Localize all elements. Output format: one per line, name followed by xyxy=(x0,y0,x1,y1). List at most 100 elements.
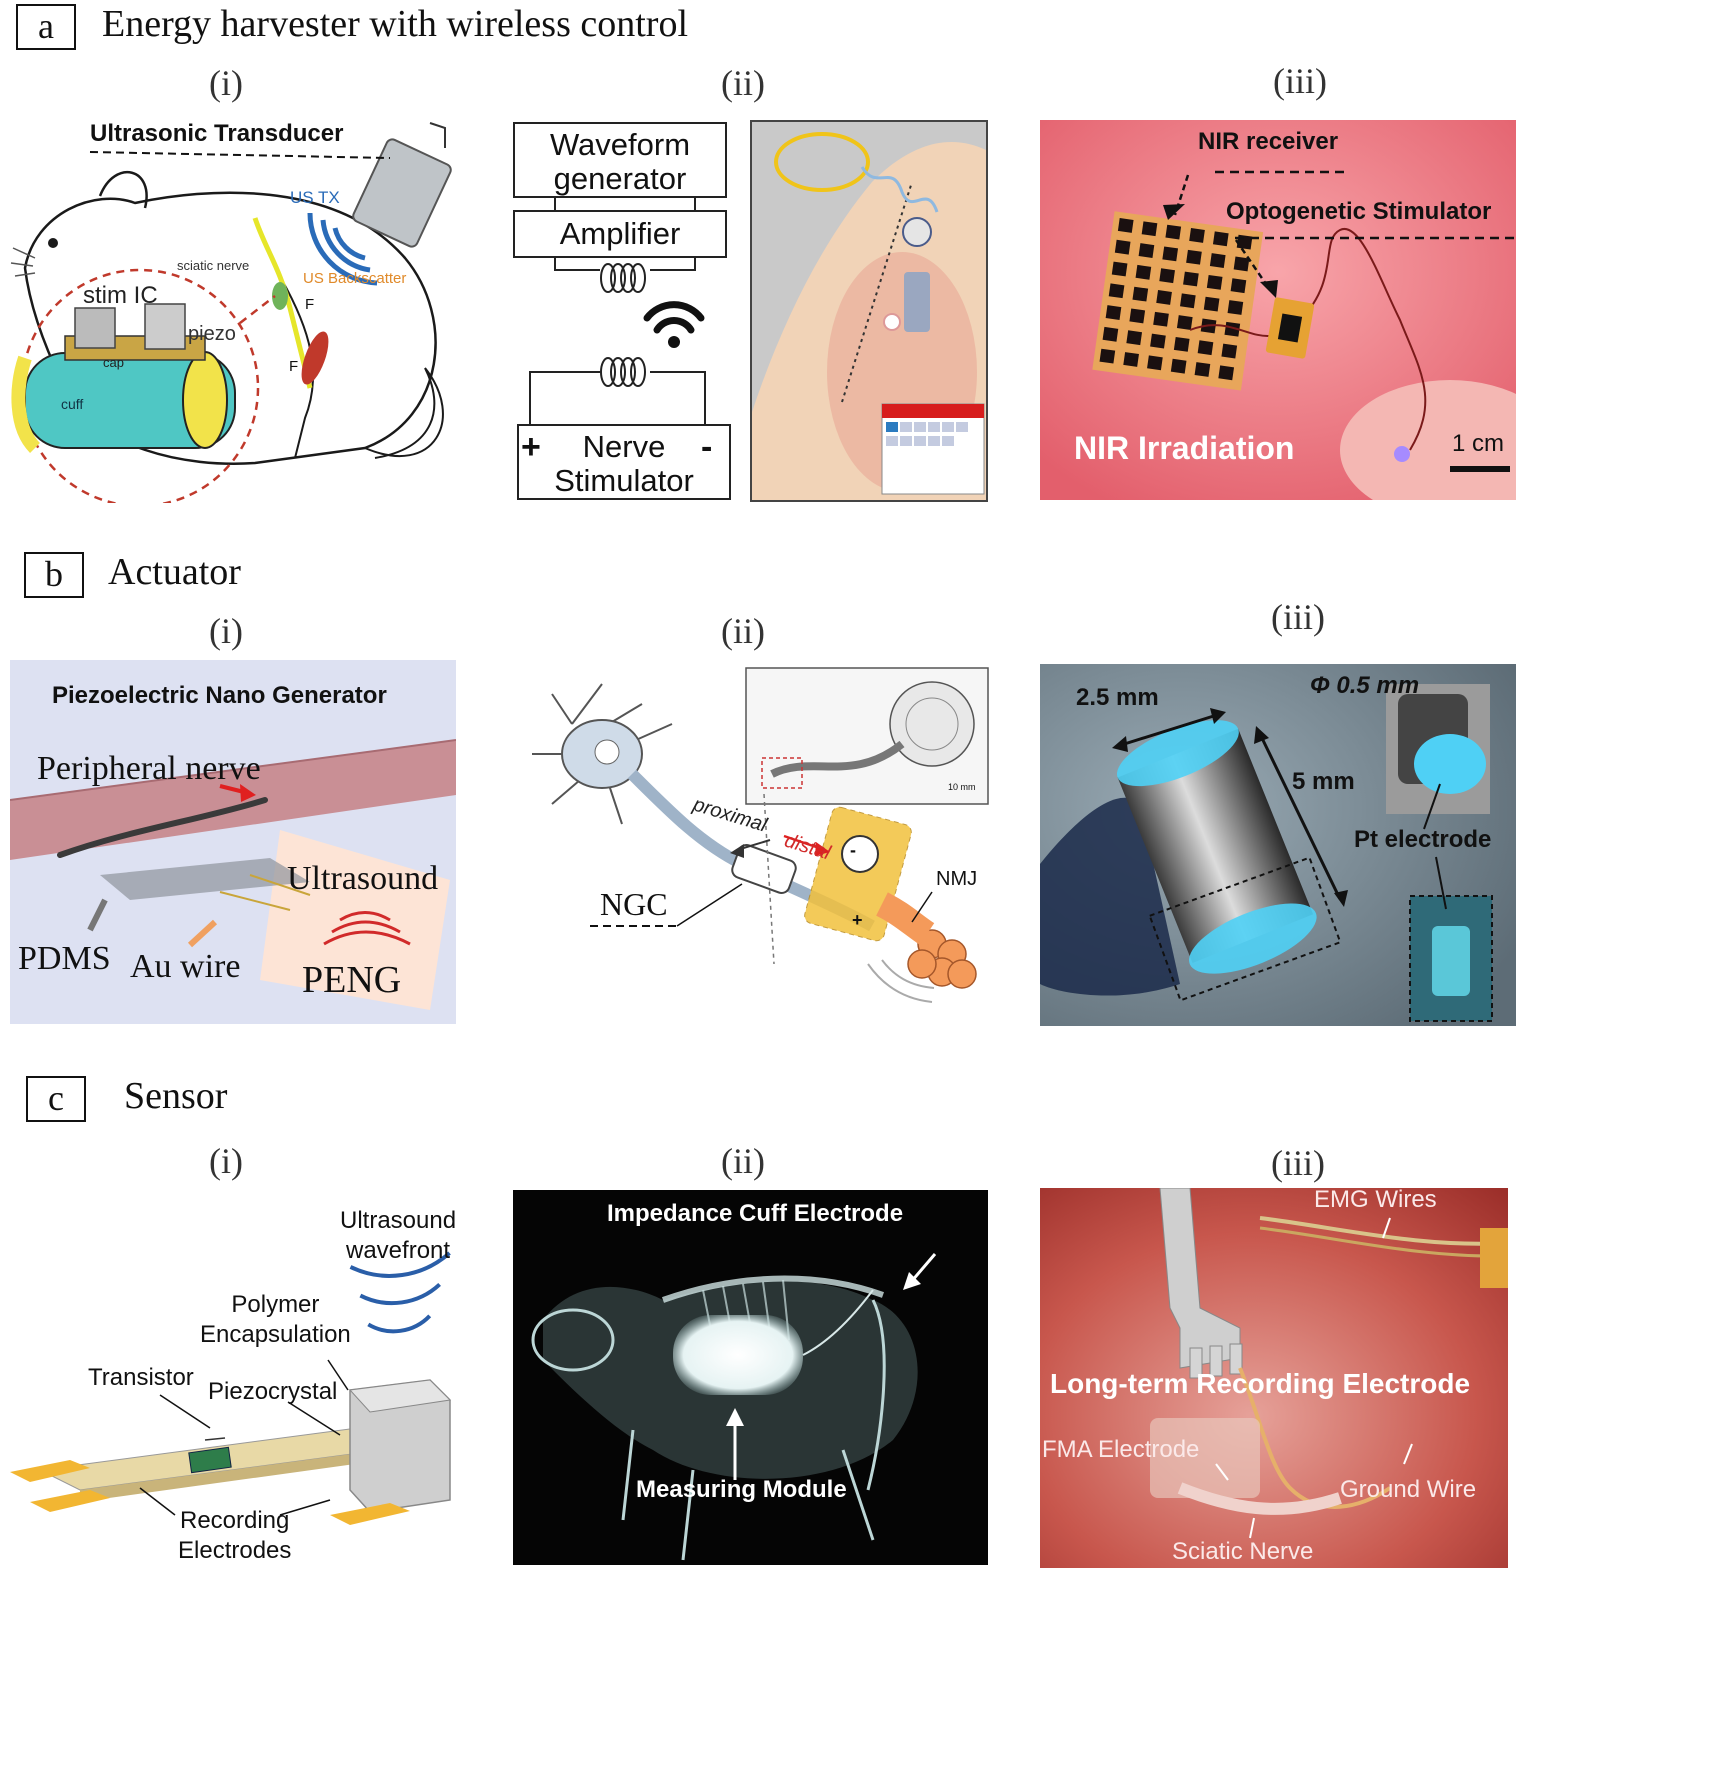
b1-nerve: Peripheral nerve xyxy=(37,750,261,787)
nir-receiver-pad xyxy=(1212,231,1229,247)
nir-receiver-pad xyxy=(1129,308,1146,324)
nir-receiver-pad xyxy=(1183,271,1199,287)
a2-minus: - xyxy=(701,428,713,466)
b2-scale: 10 mm xyxy=(948,782,976,792)
panel-c-iii: EMG Wires Long-term Recording Electrode … xyxy=(1040,1188,1508,1568)
c1-transistor: Transistor xyxy=(88,1364,194,1391)
c1-electrodes-l1: Recording xyxy=(179,1507,290,1534)
nir-receiver-pad xyxy=(1194,362,1211,377)
nir-receiver-pad xyxy=(1138,243,1155,258)
b2-nmj: NMJ xyxy=(936,868,978,890)
waveform-line2: generator xyxy=(553,161,687,196)
c-sub-iii: (iii) xyxy=(1271,1143,1325,1183)
nir-receiver-pad xyxy=(1147,355,1163,371)
wireless-circuit-diagram xyxy=(529,196,706,430)
b3-pt: Pt electrode xyxy=(1354,826,1492,853)
c1-electrodes: Recording Electrodes xyxy=(178,1506,291,1566)
nir-receiver-pad xyxy=(1227,300,1244,315)
c3-emg: EMG Wires xyxy=(1314,1188,1437,1213)
panel-c-i: Ultrasound wavefront Polymer Encapsulati… xyxy=(10,1190,466,1568)
nir-receiver-pad xyxy=(1117,218,1134,233)
b2-plus: + xyxy=(852,910,863,930)
nir-receiver-pad xyxy=(1153,311,1169,327)
nir-receiver-pad xyxy=(1105,305,1122,320)
nir-receiver-pad xyxy=(1165,224,1182,240)
nir-receiver-pad xyxy=(1206,274,1223,290)
pt-electrode-photo xyxy=(1040,664,1516,1026)
nir-receiver-pad xyxy=(1108,283,1125,299)
a1-backscatter: US Backscatter xyxy=(303,270,407,287)
nir-receiver-pad xyxy=(1135,264,1152,280)
nir-receiver-pad xyxy=(1162,246,1179,262)
amplifier-box: Amplifier xyxy=(513,210,727,258)
b2-ngc: NGC xyxy=(600,886,668,922)
c-sub-i: (i) xyxy=(209,1141,243,1181)
c2-module: Measuring Module xyxy=(636,1476,847,1503)
section-c-letter: c xyxy=(26,1076,86,1122)
c3-long: Long-term Recording Electrode xyxy=(1050,1368,1471,1399)
nir-receiver-pad xyxy=(1141,221,1158,237)
peng-illustration xyxy=(10,739,456,1010)
nir-receiver-pad xyxy=(1221,343,1238,359)
nir-receiver-pad xyxy=(1173,336,1190,352)
panel-b-i: Piezoelectric Nano Generator Peripheral … xyxy=(10,660,456,1024)
b1-pdms: PDMS xyxy=(18,940,111,977)
b1-au: Au wire xyxy=(130,948,241,985)
ultrasound-sensor-illustration xyxy=(10,1251,452,1525)
panel-a-iii: NIR receiver Optogenetic Stimulator NIR … xyxy=(1040,120,1516,500)
b-sub-ii: (ii) xyxy=(721,611,765,651)
nir-device-photo xyxy=(1040,120,1516,500)
nir-receiver-pad xyxy=(1170,358,1187,374)
nir-receiver-pad xyxy=(1126,330,1143,346)
panel-c-ii: Impedance Cuff Electrode Measuring Modul… xyxy=(513,1190,988,1565)
c-sub-ii: (ii) xyxy=(721,1141,765,1181)
a3-scale: 1 cm xyxy=(1452,430,1505,457)
b1-title: Piezoelectric Nano Generator xyxy=(52,682,387,709)
nir-receiver-pad xyxy=(1233,256,1250,272)
c1-polymer-l2: Encapsulation xyxy=(200,1321,351,1348)
neuron-ngc-illustration xyxy=(532,667,989,1003)
panel-b-iii: 2.5 mm 5 mm Φ 0.5 mm Pt electrode xyxy=(1040,664,1516,1026)
waveform-generator-box: Waveform generator xyxy=(513,122,727,198)
a1-cuff: cuff xyxy=(61,396,84,412)
c1-polymer: Polymer Encapsulation xyxy=(200,1290,351,1350)
nir-receiver-pad xyxy=(1150,333,1166,349)
c2-title: Impedance Cuff Electrode xyxy=(607,1200,904,1227)
nir-receiver-pad xyxy=(1180,293,1196,309)
a-sub-ii: (ii) xyxy=(721,63,765,103)
section-a-letter: a xyxy=(16,4,76,50)
a1-sciatic: sciatic nerve xyxy=(177,258,250,273)
nir-receiver-pad xyxy=(1123,352,1139,367)
waveform-line1: Waveform xyxy=(549,127,691,162)
mouse-illustration xyxy=(10,122,452,503)
panel-a-ii-arm xyxy=(750,120,988,502)
nir-receiver-pad xyxy=(1189,228,1205,243)
a1-f1: F xyxy=(305,296,315,313)
section-a-title: Energy harvester with wireless control xyxy=(102,3,689,45)
nir-receiver-array xyxy=(1092,211,1264,391)
nir-receiver-pad xyxy=(1114,239,1131,255)
panel-a-i: Ultrasonic Transducer US TX sciatic nerv… xyxy=(5,118,465,503)
panel-a-ii-diagram: Waveform generator Amplifier Nerve Stimu… xyxy=(505,118,745,503)
panel-b-ii: proximal distal NGC NMJ 10 mm + - xyxy=(512,664,992,1024)
nir-receiver-pad xyxy=(1186,249,1202,265)
nir-receiver-pad xyxy=(1230,278,1247,294)
b3-d2: 5 mm xyxy=(1292,768,1355,795)
section-b-letter: b xyxy=(24,552,84,598)
section-b-title: Actuator xyxy=(108,551,241,593)
nerve-line2: Stimulator xyxy=(554,463,694,498)
nir-receiver-pad xyxy=(1102,326,1119,342)
b1-ultrasound: Ultrasound xyxy=(287,860,439,897)
a1-cap: cap xyxy=(103,355,124,370)
c3-fma: FMA Electrode xyxy=(1042,1436,1200,1463)
a3-stimulator: Optogenetic Stimulator xyxy=(1226,198,1492,225)
b2-minus: - xyxy=(850,840,856,860)
b-sub-i: (i) xyxy=(209,611,243,651)
c3-ground: Ground Wire xyxy=(1340,1476,1477,1503)
nir-receiver-pad xyxy=(1224,321,1241,337)
c1-wavefront-l1: Ultrasound xyxy=(340,1207,457,1234)
section-c-title: Sensor xyxy=(124,1075,228,1117)
a1-f2: F xyxy=(289,358,299,375)
nir-receiver-pad xyxy=(1099,348,1116,364)
nerve-stimulator-box: Nerve Stimulator xyxy=(517,424,731,500)
